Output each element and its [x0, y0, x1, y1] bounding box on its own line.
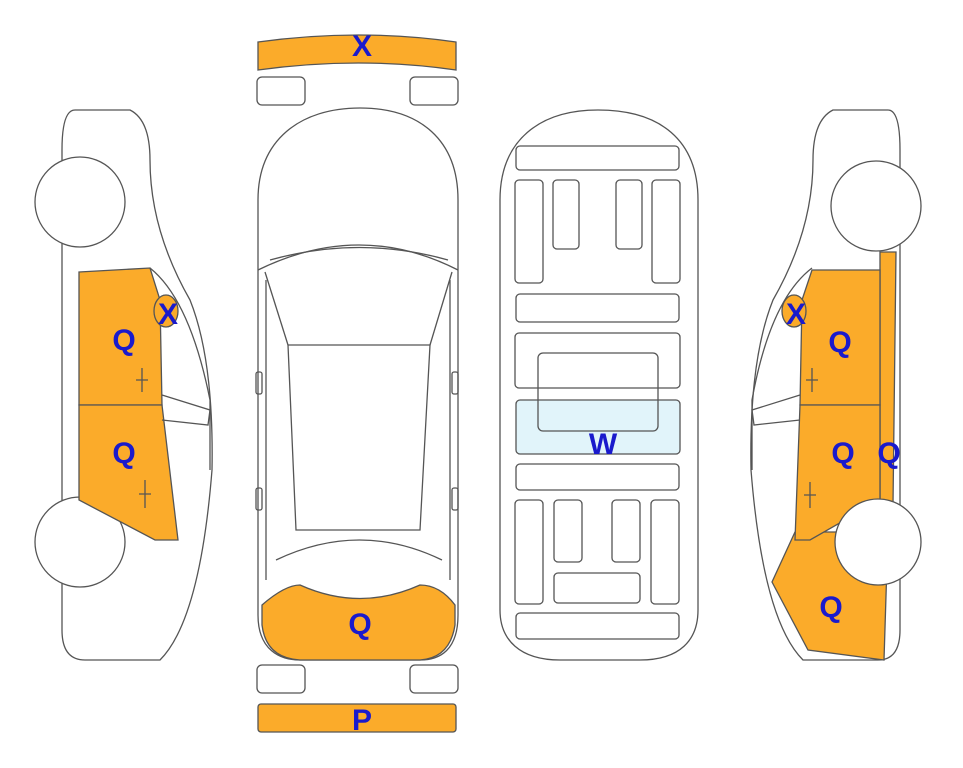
interior-slot-12 — [650, 499, 680, 605]
interior-slot-3 — [552, 179, 580, 250]
mark-rear-trunk: Q — [348, 608, 371, 641]
cabin-outline — [287, 344, 431, 531]
interior-slot-8 — [515, 463, 680, 491]
front-left-mount — [256, 76, 306, 106]
left-mirror-panel[interactable] — [153, 294, 179, 328]
mark-right-mirror: X — [786, 298, 806, 331]
sunroof-frame — [537, 352, 659, 432]
rear-window-line — [275, 539, 443, 561]
mark-right-pillar: Q — [877, 437, 900, 470]
interior-slot-11 — [611, 499, 641, 563]
windshield-line — [257, 244, 459, 271]
front-right-mount — [409, 76, 459, 106]
mark-front-bumper: X — [352, 30, 372, 63]
car-top-view — [255, 34, 459, 733]
top-left-mirror — [255, 371, 263, 395]
car-right-side-view — [750, 109, 922, 661]
left-window-line — [149, 267, 211, 470]
interior-outline — [499, 109, 699, 661]
a-pillar-left — [264, 271, 289, 346]
right-window-line — [751, 267, 813, 470]
roof-glass-panel[interactable] — [515, 399, 681, 455]
mark-left-rear-door: Q — [112, 437, 135, 470]
top-right-mirror — [451, 371, 459, 395]
interior-slot-6 — [515, 293, 680, 323]
a-pillar-right — [429, 271, 453, 346]
car-left-side-view — [34, 109, 213, 661]
interior-slot-9 — [514, 499, 544, 605]
mark-right-front-door: Q — [828, 326, 851, 359]
windshield-inner — [269, 246, 449, 261]
left-front-door-panel[interactable] — [78, 267, 163, 406]
mark-roof-glass: W — [589, 428, 618, 461]
interior-slot-2 — [514, 179, 544, 284]
left-rear-handle — [139, 480, 151, 508]
rear-right-mount — [409, 664, 459, 694]
front-bumper-panel[interactable] — [257, 34, 457, 71]
right-window-sill — [751, 394, 801, 426]
car-interior-view — [499, 109, 699, 661]
mark-right-quarter: Q — [819, 591, 842, 624]
mark-right-rear-door: Q — [831, 437, 854, 470]
right-front-handle — [806, 368, 818, 392]
interior-slot-4 — [615, 179, 643, 250]
interior-slot-5 — [651, 179, 681, 284]
mark-rear-bumper: P — [352, 704, 372, 737]
interior-slot-7 — [514, 332, 681, 389]
right-front-wheel — [830, 160, 922, 252]
right-body-outline — [750, 109, 901, 661]
mark-left-mirror: X — [158, 298, 178, 331]
top-left-handle — [255, 487, 263, 511]
interior-slot-13 — [553, 572, 641, 604]
left-front-handle — [136, 368, 148, 392]
interior-slot-10 — [553, 499, 583, 563]
right-rear-handle — [804, 482, 816, 508]
interior-slot-14 — [515, 612, 680, 640]
left-rear-door-panel[interactable] — [78, 404, 179, 541]
rear-bumper-panel[interactable] — [257, 703, 457, 733]
damage-marks: X P Q W Q Q X X Q Q Q Q — [112, 30, 900, 737]
left-front-wheel — [34, 156, 126, 248]
top-right-handle — [451, 487, 459, 511]
rear-trunk-panel[interactable] — [261, 584, 456, 661]
left-body-outline — [61, 109, 213, 661]
mark-left-front-door: Q — [112, 324, 135, 357]
right-mirror-panel[interactable] — [781, 294, 807, 328]
left-window-sill — [161, 394, 211, 426]
interior-slot-1 — [515, 145, 680, 171]
right-rear-wheel — [834, 498, 922, 586]
rear-left-mount — [256, 664, 306, 694]
